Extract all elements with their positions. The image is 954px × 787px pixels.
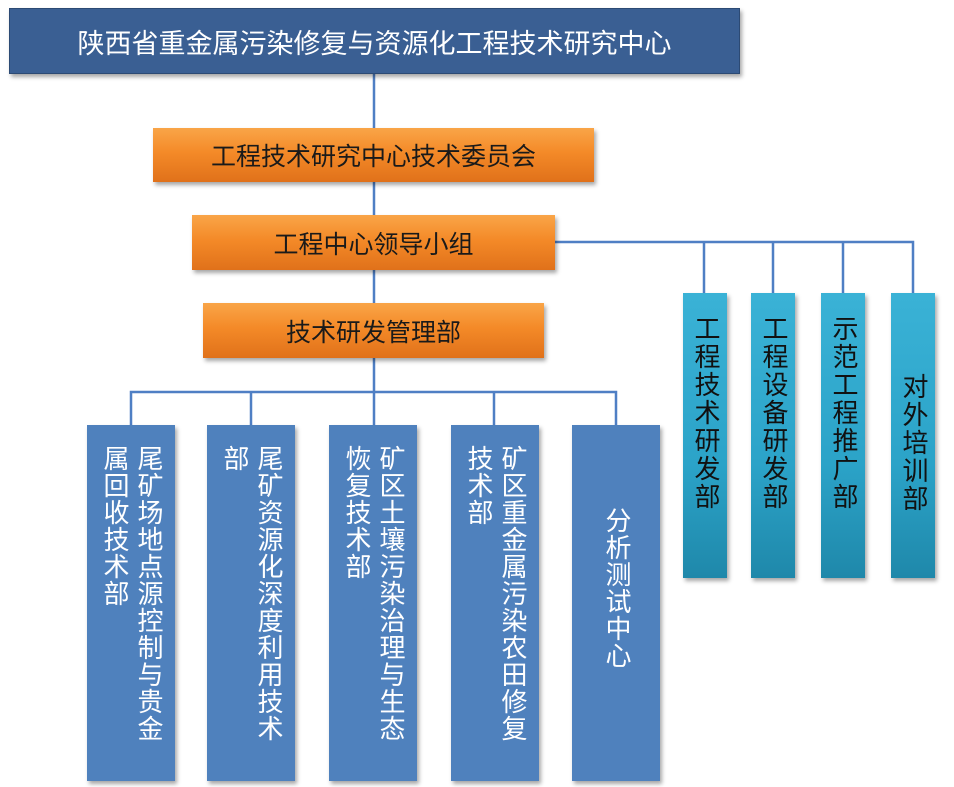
committee-node: 工程技术研究中心技术委员会 (153, 128, 594, 182)
side-dept-node: 对外培训部 (891, 293, 935, 578)
root-node: 陕西省重金属污染修复与资源化工程技术研究中心 (9, 8, 740, 74)
tech-dept-label: 矿区土壤污染治理与生态恢复技术部 (341, 445, 405, 742)
side-dept-label: 对外培训部 (898, 373, 928, 513)
leadership-node: 工程中心领导小组 (192, 215, 555, 270)
tech-dept-label: 尾矿场地点源控制与贵金属回收技术部 (99, 445, 163, 742)
committee-label: 工程技术研究中心技术委员会 (210, 142, 536, 171)
root-label: 陕西省重金属污染修复与资源化工程技术研究中心 (77, 28, 672, 60)
management-label: 技术研发管理部 (285, 317, 461, 347)
leadership-label: 工程中心领导小组 (273, 229, 474, 259)
side-dept-label: 工程设备研发部 (758, 315, 788, 511)
side-dept-node: 工程设备研发部 (751, 293, 795, 578)
management-node: 技术研发管理部 (203, 303, 544, 358)
side-dept-node: 示范工程推广部 (821, 293, 865, 578)
connector-leader-side (555, 240, 915, 293)
side-dept-label: 示范工程推广部 (828, 315, 858, 511)
tech-dept-label: 矿区重金属污染农田修复技术部 (463, 445, 527, 742)
connector-tech-bus (129, 390, 618, 425)
tech-dept-node: 尾矿资源化深度利用技术部 (207, 425, 295, 781)
tech-dept-node: 分析测试中心 (572, 425, 660, 781)
tech-dept-label: 分析测试中心 (601, 507, 631, 669)
side-dept-node: 工程技术研发部 (683, 293, 727, 578)
tech-dept-node: 尾矿场地点源控制与贵金属回收技术部 (87, 425, 175, 781)
tech-dept-node: 矿区重金属污染农田修复技术部 (451, 425, 539, 781)
side-dept-label: 工程技术研发部 (690, 315, 720, 511)
tech-dept-node: 矿区土壤污染治理与生态恢复技术部 (329, 425, 417, 781)
tech-dept-label: 尾矿资源化深度利用技术部 (219, 445, 283, 742)
